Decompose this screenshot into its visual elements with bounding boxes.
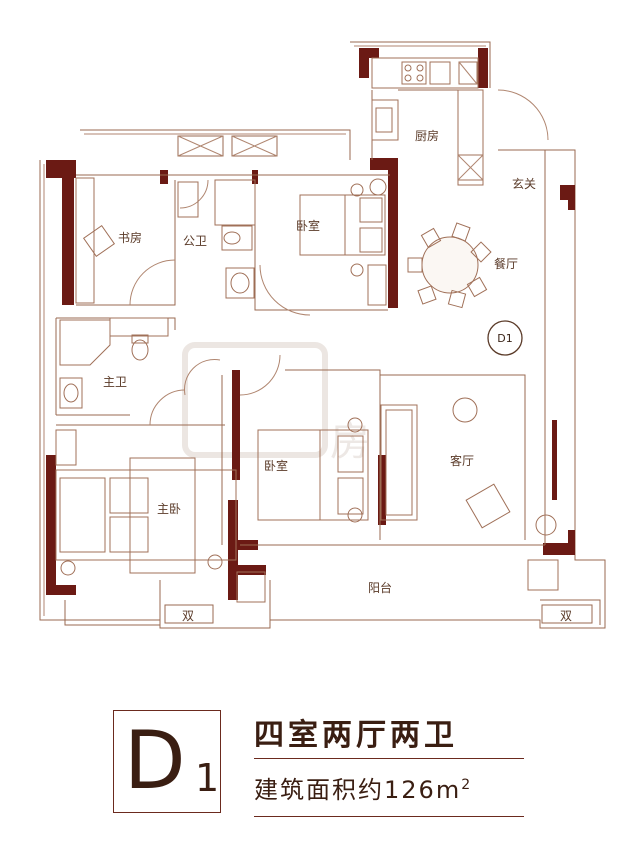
- kitchen-fixtures: [371, 57, 484, 186]
- area-prefix: 建筑面积约: [254, 776, 384, 804]
- living-room-furniture: [380, 397, 557, 536]
- svg-text:房: 房: [330, 419, 370, 465]
- area-value: 126: [384, 776, 436, 804]
- north-bedroom-furniture: [299, 178, 387, 306]
- watermark: 房: [182, 342, 370, 465]
- label-public-bath: 公卫: [183, 234, 207, 248]
- label-balcony: 阳台: [368, 580, 392, 595]
- unit-tag: D1: [487, 320, 523, 356]
- label-study: 书房: [118, 230, 142, 245]
- unit-code-sub: 1: [195, 756, 220, 800]
- door-swings: [129, 89, 549, 426]
- outer-outline: [39, 41, 606, 629]
- dining-set: [407, 222, 492, 309]
- ac-unit-right: [541, 604, 593, 624]
- ac-unit-left: [164, 604, 214, 624]
- master-bath-fixtures: [59, 317, 169, 409]
- layout-title: 四室两厅两卫: [254, 718, 458, 753]
- label-master-bath: 主卫: [103, 375, 127, 389]
- label-bedroom-south: 卧室: [264, 458, 288, 473]
- bottom-divider: [254, 816, 524, 817]
- unit-code-box: D 1: [113, 710, 221, 813]
- label-bedroom-north: 卧室: [296, 218, 320, 233]
- unit-code-letter: D: [124, 714, 186, 807]
- floor-plan-drawing: 房: [39, 41, 606, 629]
- area-text: 建筑面积约126m2: [254, 770, 470, 805]
- south-bedroom-furniture: [257, 417, 369, 523]
- master-bedroom-furniture: [55, 429, 237, 576]
- label-kitchen: 厨房: [415, 128, 439, 143]
- label-dining: 餐厅: [494, 256, 518, 271]
- structural-walls: [46, 48, 575, 600]
- label-entrance: 玄关: [512, 176, 536, 191]
- ac-mark-right: 双: [560, 609, 572, 623]
- title-divider: [254, 758, 524, 759]
- room-labels: 厨房 玄关 书房 公卫 卧室 餐厅 主卫 卧室 客厅 主卧 阳台 双 双: [103, 128, 572, 623]
- public-bath-fixtures: [177, 179, 256, 299]
- balcony-fixtures: [164, 559, 593, 624]
- unit-tag-text: D1: [497, 332, 512, 345]
- label-living: 客厅: [450, 453, 474, 468]
- area-unit: m: [435, 776, 462, 804]
- area-unit-sup: 2: [461, 777, 471, 793]
- ac-mark-left: 双: [182, 609, 194, 623]
- title-block: D 1 四室两厅两卫 建筑面积约126m2: [0, 690, 640, 845]
- label-master-bedroom: 主卧: [157, 502, 181, 516]
- top-windows: [177, 135, 278, 157]
- study-furniture: [75, 177, 116, 304]
